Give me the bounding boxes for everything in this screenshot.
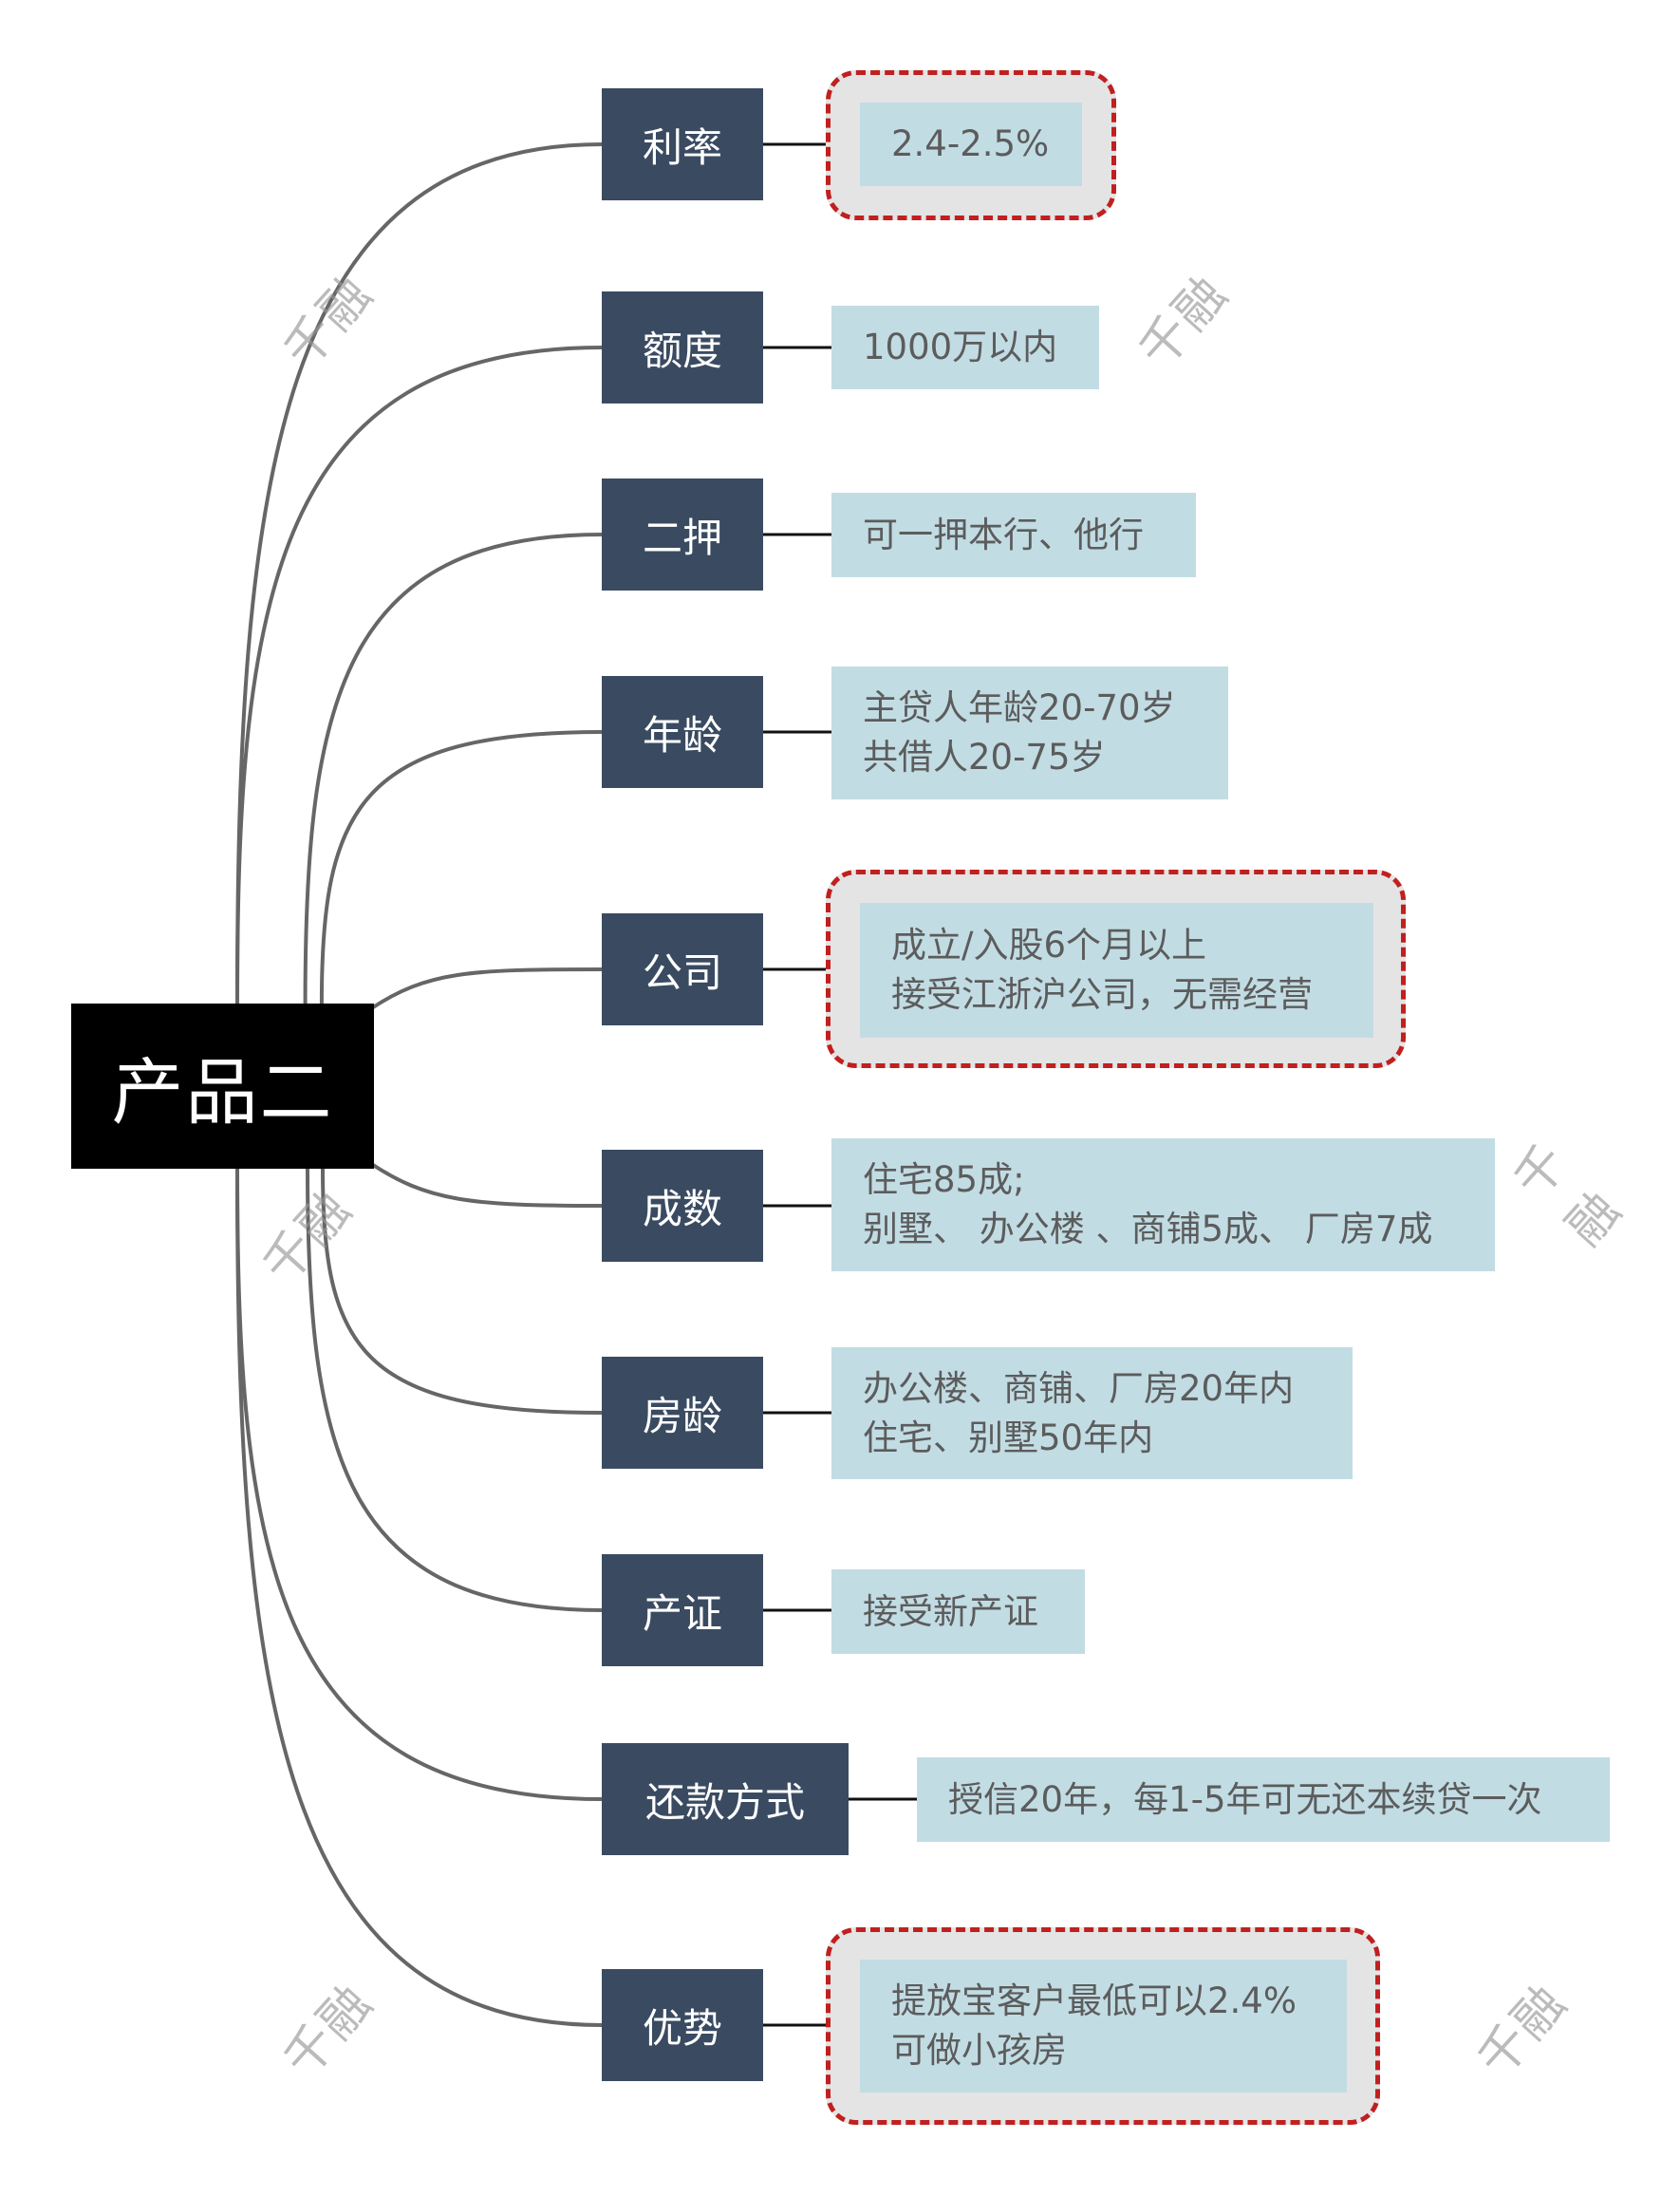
branch-node-advantage[interactable]: 优势 — [602, 1969, 763, 2081]
detail-line: 别墅、 办公楼 、商铺5成、 厂房7成 — [863, 1209, 1433, 1249]
branch-node-certificate[interactable]: 产证 — [602, 1554, 763, 1666]
branch-label: 成数 — [642, 1185, 722, 1232]
detail-age[interactable]: 主贷人年龄20-70岁 共借人20-75岁 — [831, 666, 1228, 799]
detail-second-mortgage[interactable]: 可一押本行、他行 — [831, 493, 1196, 577]
branch-label: 公司 — [642, 948, 722, 996]
detail-rate[interactable]: 2.4-2.5% — [860, 103, 1082, 186]
branch-connector — [235, 1168, 603, 2027]
branch-label: 还款方式 — [644, 1778, 805, 1826]
branch-node-property-age[interactable]: 房龄 — [602, 1357, 763, 1469]
branch-node-company[interactable]: 公司 — [602, 913, 763, 1025]
branch-connector — [235, 142, 603, 1004]
detail-line: 接受新产证 — [863, 1590, 1038, 1632]
root-label: 产品二 — [111, 1050, 334, 1135]
detail-line: 成立/入股6个月以上 — [891, 925, 1207, 966]
branch-node-amount[interactable]: 额度 — [602, 291, 763, 404]
detail-line: 提放宝客户最低可以2.4% — [891, 1980, 1297, 2021]
detail-repayment[interactable]: 授信20年，每1-5年可无还本续贷一次 — [917, 1757, 1610, 1842]
branch-node-second-mortgage[interactable]: 二押 — [602, 479, 763, 591]
detail-line: 接受江浙沪公司，无需经营 — [891, 974, 1313, 1015]
branch-connector — [368, 967, 603, 1011]
detail-line: 住宅、别墅50年内 — [863, 1417, 1154, 1458]
detail-line: 2.4-2.5% — [891, 123, 1050, 164]
branch-label: 额度 — [642, 327, 722, 374]
branch-label: 房龄 — [642, 1392, 722, 1439]
detail-line: 授信20年，每1-5年可无还本续贷一次 — [948, 1778, 1542, 1820]
branch-label: 利率 — [642, 123, 722, 171]
branch-connector — [321, 1168, 603, 1415]
detail-line: 共借人20-75岁 — [863, 737, 1106, 778]
branch-label: 年龄 — [642, 711, 722, 759]
detail-line: 主贷人年龄20-70岁 — [863, 687, 1176, 728]
detail-line: 可做小孩房 — [891, 2030, 1067, 2071]
detail-advantage[interactable]: 提放宝客户最低可以2.4% 可做小孩房 — [860, 1960, 1347, 2093]
branch-label: 二押 — [642, 514, 722, 561]
branch-connector — [319, 730, 603, 1004]
branch-node-age[interactable]: 年龄 — [602, 676, 763, 788]
detail-property-age[interactable]: 办公楼、商铺、厂房20年内 住宅、别墅50年内 — [831, 1347, 1353, 1479]
detail-line: 办公楼、商铺、厂房20年内 — [863, 1367, 1295, 1409]
branch-connector — [303, 533, 603, 1004]
branch-connector — [368, 1161, 603, 1208]
branch-node-rate[interactable]: 利率 — [602, 88, 763, 200]
detail-line: 1000万以内 — [863, 327, 1058, 367]
branch-label: 产证 — [642, 1589, 722, 1637]
branch-connector — [235, 346, 603, 1004]
branch-connector — [306, 1168, 603, 1612]
root-node[interactable]: 产品二 — [71, 1004, 374, 1169]
detail-certificate[interactable]: 接受新产证 — [831, 1569, 1085, 1654]
detail-line: 住宅85成; — [863, 1159, 1025, 1200]
branch-label: 优势 — [642, 2004, 722, 2052]
detail-ltv[interactable]: 住宅85成; 别墅、 办公楼 、商铺5成、 厂房7成 — [831, 1138, 1495, 1271]
detail-line: 可一押本行、他行 — [863, 514, 1144, 555]
branch-node-ltv[interactable]: 成数 — [602, 1150, 763, 1262]
detail-company[interactable]: 成立/入股6个月以上 接受江浙沪公司，无需经营 — [860, 903, 1373, 1038]
branch-node-repayment[interactable]: 还款方式 — [602, 1743, 849, 1855]
detail-amount[interactable]: 1000万以内 — [831, 306, 1099, 389]
branch-connector — [235, 1168, 603, 1801]
